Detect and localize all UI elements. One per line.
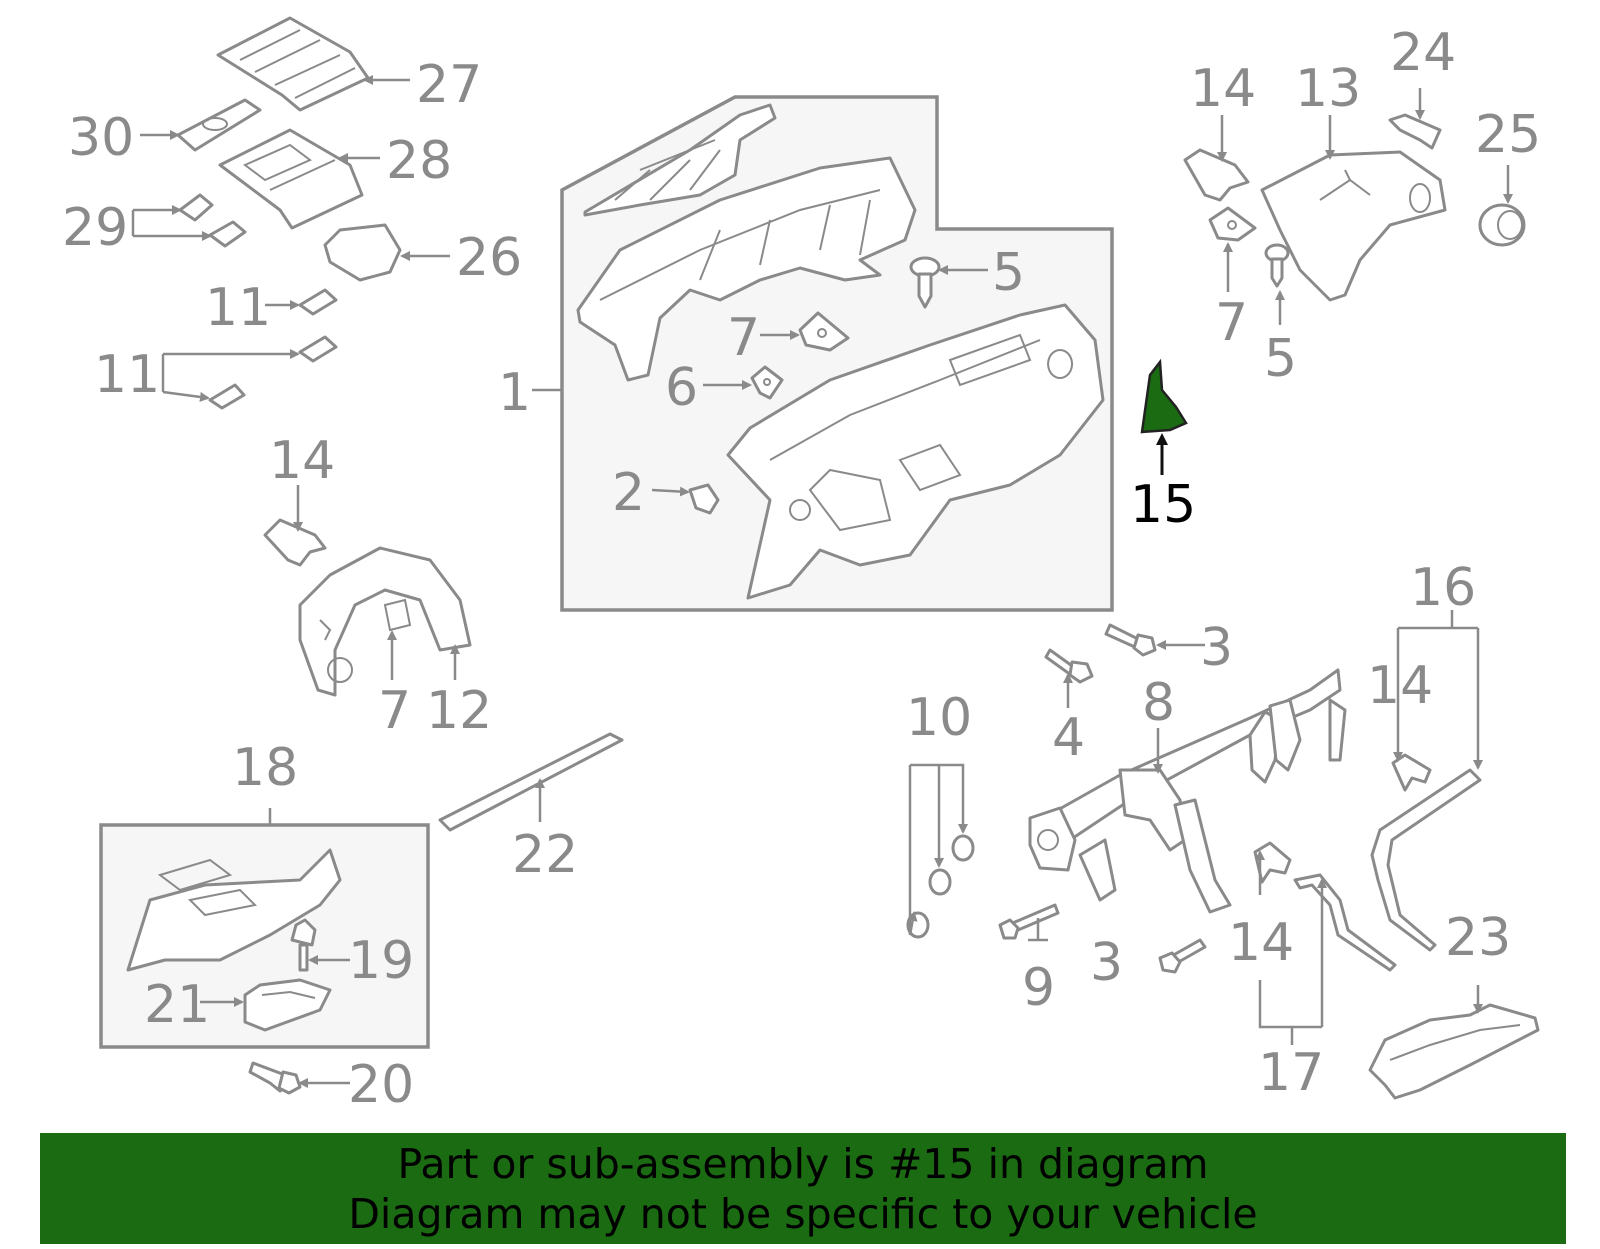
- clips-29: [178, 193, 247, 248]
- callout-2: 2: [612, 463, 645, 523]
- glove-box-bumper-19: [290, 918, 317, 972]
- callout-12: 12: [426, 681, 492, 741]
- callout-1: 1: [498, 363, 531, 423]
- bracket-26: [323, 223, 402, 282]
- bezel-30: [176, 98, 262, 152]
- glove-box-latch-21: [243, 978, 332, 1032]
- grommet-25: [1478, 203, 1526, 247]
- callout-4: 4: [1052, 708, 1085, 768]
- callout-29: 29: [62, 198, 128, 258]
- banner-line-1: Part or sub-assembly is #15 in diagram: [397, 1140, 1209, 1188]
- bolt-3-top: [1104, 623, 1157, 657]
- leader-lines: [131, 75, 1513, 1088]
- cluster-cover: [298, 546, 472, 697]
- callout-11: 11: [205, 278, 271, 338]
- screw-5-right: [1264, 243, 1290, 288]
- highlighted-part-15: [1140, 358, 1188, 434]
- brace-16: [1370, 768, 1482, 952]
- callout-27: 27: [416, 55, 482, 115]
- callout-20: 20: [348, 1055, 414, 1115]
- clip-nut-7-right: [1208, 206, 1257, 242]
- callout-14: 14: [1367, 656, 1433, 716]
- callout-5: 5: [992, 243, 1025, 303]
- dash-upper-trim: [583, 103, 777, 217]
- nuts-10: [906, 834, 975, 939]
- cross-car-beam-8: [1028, 668, 1347, 914]
- callout-6: 6: [665, 358, 698, 418]
- callout-13: 13: [1295, 59, 1361, 119]
- callout-11: 11: [94, 345, 160, 405]
- callout-22: 22: [512, 825, 578, 885]
- callout-26: 26: [456, 228, 522, 288]
- knee-panel-13: [1260, 150, 1447, 302]
- callout-30: 30: [68, 108, 134, 168]
- callout-17: 17: [1258, 1043, 1324, 1103]
- callout-5: 5: [1264, 329, 1297, 389]
- callout-14: 14: [1190, 59, 1256, 119]
- callout-7: 7: [378, 681, 411, 741]
- callout-19: 19: [348, 931, 414, 991]
- callout-28: 28: [386, 131, 452, 191]
- bracket-23: [1368, 1003, 1540, 1100]
- bolt-20: [248, 1061, 302, 1095]
- callout-15-highlighted: 15: [1130, 475, 1196, 535]
- callout-14: 14: [1228, 913, 1294, 973]
- vent-28: [218, 128, 364, 230]
- callout-23: 23: [1445, 908, 1511, 968]
- trim-strip-22: [438, 732, 624, 832]
- clip-14-left: [263, 518, 327, 567]
- callout-24: 24: [1390, 23, 1456, 83]
- callout-14: 14: [269, 431, 335, 491]
- clip-14-top-right: [1183, 148, 1250, 202]
- banner-line-2: Diagram may not be specific to your vehi…: [348, 1190, 1258, 1238]
- callout-10: 10: [906, 688, 972, 748]
- clip-24: [1388, 113, 1442, 150]
- callout-7: 7: [727, 308, 760, 368]
- dash-upper-panel: [576, 156, 917, 382]
- callout-16: 16: [1410, 558, 1476, 618]
- callout-8: 8: [1142, 673, 1175, 733]
- clip-nut-6: [750, 365, 784, 400]
- callout-3: 3: [1200, 618, 1233, 678]
- callout-7: 7: [1215, 293, 1248, 353]
- clip-14-right: [1391, 753, 1432, 792]
- callout-9: 9: [1022, 958, 1055, 1018]
- clips-11: [208, 288, 338, 410]
- info-banner: Part or sub-assembly is #15 in diagram D…: [40, 1133, 1566, 1244]
- glove-box-door: [126, 848, 342, 972]
- bolt-3-bottom: [1158, 938, 1207, 974]
- brace-17: [1293, 873, 1397, 972]
- callout-25: 25: [1475, 105, 1541, 165]
- dash-main-panel: [726, 303, 1105, 600]
- vent-27: [216, 16, 370, 112]
- callout-21: 21: [144, 975, 210, 1035]
- callout-3: 3: [1090, 933, 1123, 993]
- dash-bracket-2: [688, 483, 720, 515]
- clip-nut-7-dash: [798, 311, 850, 352]
- callout-18: 18: [232, 738, 298, 798]
- bolt-9: [998, 903, 1060, 940]
